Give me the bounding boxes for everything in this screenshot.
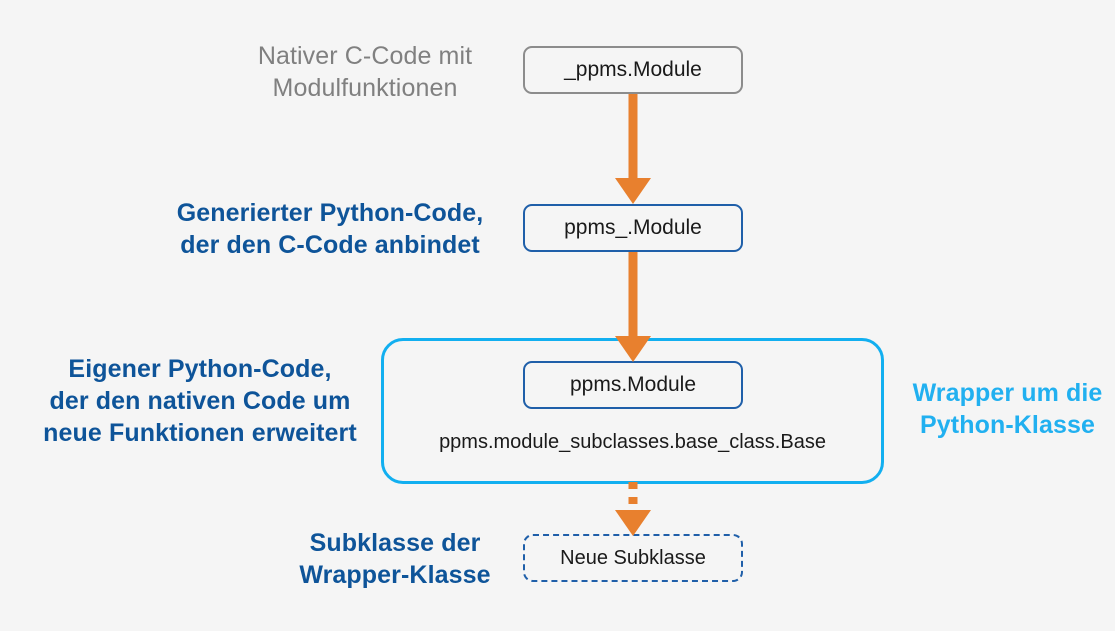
arrow-wrapper-to-subclass-icon: [615, 482, 651, 536]
label-wrapper-around-python-class: Wrapper um die Python-Klasse: [912, 379, 1103, 439]
node-base-class-path: ppms.module_subclasses.base_class.Base: [439, 431, 826, 453]
node-generated-module: ppms_.Module: [523, 204, 743, 252]
arrow-native-to-generated-icon: [615, 94, 651, 204]
label-subclass-of-wrapper-class: Subklasse der Wrapper-Klasse: [299, 529, 491, 589]
label-own-python-code: Eigener Python-Code, der den nativen Cod…: [43, 355, 357, 447]
node-wrapper-module: ppms.Module: [523, 361, 743, 409]
arrow-generated-to-wrapper-icon: [615, 252, 651, 362]
node-new-subclass: Neue Subklasse: [523, 534, 743, 582]
node-native-module: _ppms.Module: [523, 46, 743, 94]
label-native-c-code: Nativer C-Code mit Modulfunktionen: [257, 42, 473, 102]
label-generated-python-code: Generierter Python-Code, der den C-Code …: [176, 199, 484, 259]
